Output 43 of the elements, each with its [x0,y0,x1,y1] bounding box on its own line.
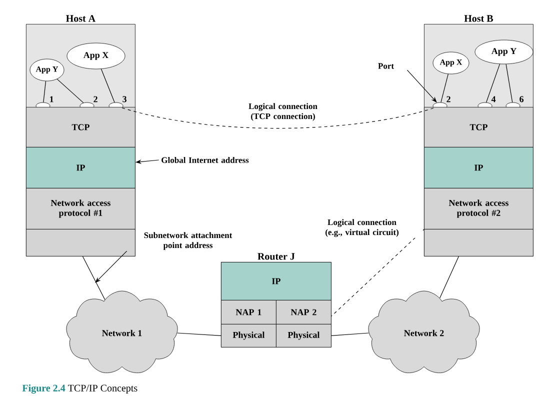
connector-line [506,64,513,103]
layer-box: TCP [26,107,136,148]
node-label: Host B [464,15,494,22]
connector-line [43,80,46,103]
layer-box: Network access protocol #2 [424,188,534,230]
connector-line [100,68,115,103]
logical-connection [122,108,434,129]
layer-box: IP [424,147,534,188]
annotation-text: Global Internet address [162,157,249,163]
layer-box [26,229,136,256]
node-label: 1 [50,96,54,102]
annotation-text: Subnetwork attachment point address [144,232,232,250]
node-label: 2 [94,96,98,102]
figure-caption: Figure 2.4 TCP/IP Concepts [22,384,138,394]
node-label: 6 [520,96,524,102]
connector-line [440,256,459,298]
layer-box: TCP [424,107,534,148]
connector-line [82,256,106,300]
layer-box [424,229,534,256]
logical-connection [331,229,424,316]
network-cloud: Network 1 [66,290,178,374]
connector-line [440,74,448,103]
edge-label: Logical connection (TCP connection) [248,103,318,121]
layer-box: Physical [221,324,276,348]
layer-box: IP [26,147,136,188]
node-label: 4 [491,96,496,102]
arrow [95,250,128,283]
connector-line [56,78,84,104]
layer-box: IP [221,262,332,300]
connector-line [486,64,500,103]
layer-box: Network access protocol #1 [26,188,136,230]
connector-line [331,332,369,336]
edge-label: Logical connection (e.g., virtual circuit) [326,219,398,237]
layer-box: NAP 2 [276,300,332,324]
annotation-text: Port [378,63,394,69]
node-label: 3 [122,96,126,102]
node-label: 2 [446,96,450,102]
connector-line [177,332,222,336]
node-label: Router J [258,253,295,260]
network-cloud: Network 2 [368,290,480,374]
node-label: Host A [66,15,96,22]
layer-box: Physical [276,324,332,348]
layer-box: NAP 1 [221,300,276,324]
